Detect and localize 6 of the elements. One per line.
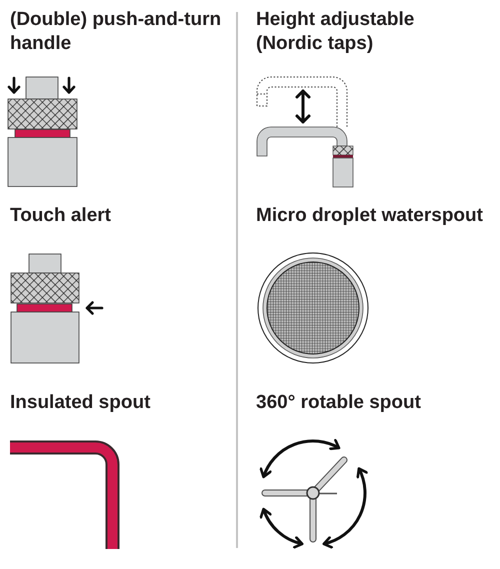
feature-title: Micro droplet waterspout: [256, 205, 483, 226]
feature-title: Touch alert: [10, 205, 111, 226]
feature-title: Insulated spout: [10, 392, 150, 413]
feature-title: Height adjustable (Nordic taps): [256, 9, 414, 54]
feature-title: 360° rotable spout: [256, 392, 421, 413]
feature-title: (Double) push-and-turn handle: [10, 9, 222, 54]
